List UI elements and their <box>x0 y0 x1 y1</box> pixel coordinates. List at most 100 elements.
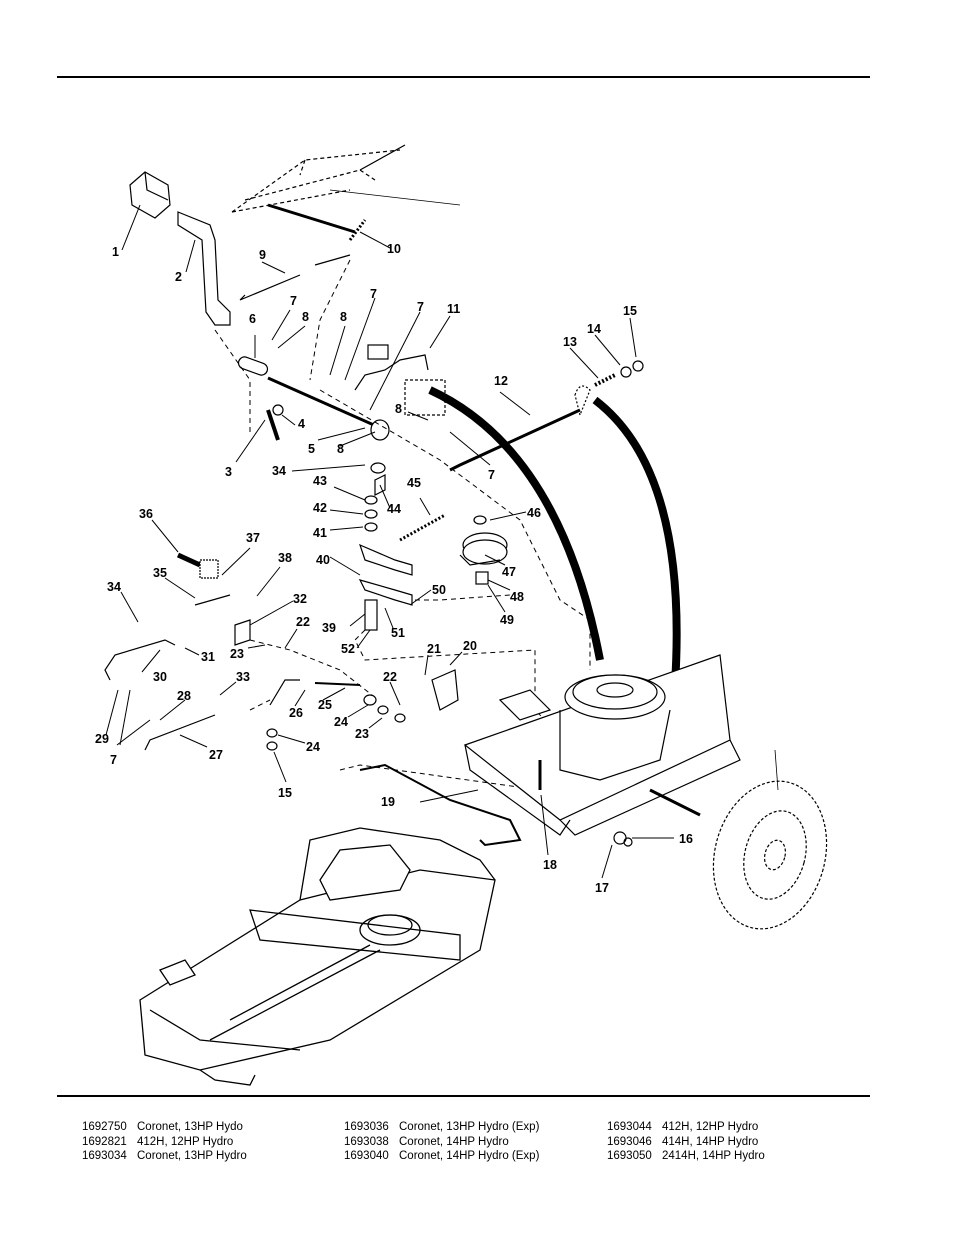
callout: 22 <box>296 615 310 629</box>
callout: 10 <box>387 242 401 256</box>
model-name: Coronet, 13HP Hydo <box>137 1121 243 1133</box>
model-row: 1693046 414H, 14HP Hydro <box>607 1135 765 1150</box>
callout: 30 <box>153 670 167 684</box>
pedal-shaft <box>267 376 386 432</box>
transmission-frame <box>463 654 741 836</box>
callout: 23 <box>355 727 369 741</box>
model-number: 1693036 <box>344 1121 389 1133</box>
model-column-3: 1693044 412H, 12HP Hydro 1693046 414H, 14H… <box>607 1120 765 1164</box>
model-row: 1692821 412H, 12HP Hydro <box>82 1135 247 1150</box>
link-40 <box>359 543 413 576</box>
callout: 7 <box>370 287 377 301</box>
model-row: 1693044 412H, 12HP Hydro <box>607 1120 765 1135</box>
callout: 8 <box>337 442 344 456</box>
callout: 28 <box>177 689 191 703</box>
callout: 41 <box>313 526 327 540</box>
callout: 43 <box>313 474 327 488</box>
callout: 7 <box>488 468 495 482</box>
model-number: 1693050 <box>607 1150 652 1162</box>
model-name: Coronet, 13HP Hydro <box>137 1150 247 1162</box>
callout: 50 <box>432 583 446 597</box>
callout: 20 <box>463 639 477 653</box>
callout: 33 <box>236 670 250 684</box>
callout: 36 <box>139 507 153 521</box>
callout: 15 <box>623 304 637 318</box>
model-number: 1692821 <box>82 1135 127 1148</box>
model-number: 1693046 <box>607 1135 652 1148</box>
callout: 34 <box>272 464 286 478</box>
callout: 14 <box>587 322 601 336</box>
callout: 19 <box>381 795 395 809</box>
callout: 2 <box>175 270 182 284</box>
callout: 45 <box>407 476 421 490</box>
callout: 47 <box>502 565 516 579</box>
callout: 39 <box>322 621 336 635</box>
callout: 23 <box>230 647 244 661</box>
pedal-pad <box>129 171 171 219</box>
callout: 16 <box>679 832 693 846</box>
callout: 3 <box>225 465 232 479</box>
bracket-20 <box>431 669 459 711</box>
pin-3 <box>266 409 280 441</box>
callout: 9 <box>259 248 266 262</box>
callout: 17 <box>595 881 609 895</box>
bracket-32 <box>234 619 251 646</box>
spacer-39 <box>364 599 378 631</box>
callout: 35 <box>153 566 167 580</box>
model-number: 1693044 <box>607 1121 652 1133</box>
rod-26 <box>269 679 300 706</box>
callout: 32 <box>293 592 307 606</box>
callout: 18 <box>543 858 557 872</box>
link-25 <box>314 682 361 686</box>
parts-exploded-diagram: 1 2 9 10 7 6 8 8 7 7 11 15 14 13 12 8 4 … <box>95 144 828 1086</box>
callout: 49 <box>500 613 514 627</box>
rod-12 <box>449 408 581 472</box>
callout: 8 <box>340 310 347 324</box>
callout: 24 <box>334 715 348 729</box>
callout: 52 <box>341 642 355 656</box>
callout: 48 <box>510 590 524 604</box>
callout: 40 <box>316 553 330 567</box>
bracket-44 <box>374 474 386 496</box>
callout: 15 <box>278 786 292 800</box>
wheel-tire <box>712 780 828 930</box>
top-rule <box>57 76 870 78</box>
callout: 21 <box>427 642 441 656</box>
mower-overview <box>139 827 496 1086</box>
callout: 38 <box>278 551 292 565</box>
callout: 8 <box>395 402 402 416</box>
rod-27 <box>144 714 216 751</box>
callout: 24 <box>306 740 320 754</box>
spring-10 <box>348 219 367 241</box>
model-name: 412H, 12HP Hydro <box>662 1121 759 1133</box>
bushing-6 <box>237 356 269 376</box>
callout: 8 <box>302 310 309 324</box>
callout: 44 <box>387 502 401 516</box>
callout: 34 <box>107 580 121 594</box>
model-number: 1693038 <box>344 1135 389 1148</box>
rod-9 <box>239 254 351 301</box>
model-name: Coronet, 14HP Hydro (Exp) <box>399 1150 540 1162</box>
callout: 22 <box>383 670 397 684</box>
bottom-rule <box>57 1095 870 1097</box>
callout: 5 <box>308 442 315 456</box>
callout-labels: 1 2 9 10 7 6 8 8 7 7 11 15 14 13 12 8 4 … <box>95 242 693 895</box>
model-name: 414H, 14HP Hydro <box>662 1135 759 1148</box>
callout: 1 <box>112 245 119 259</box>
callout: 7 <box>417 300 424 314</box>
callout: 27 <box>209 748 223 762</box>
bolt-36 <box>176 552 202 568</box>
callout: 25 <box>318 698 332 712</box>
spring-13 <box>594 373 616 387</box>
callout: 4 <box>298 417 305 431</box>
model-name: 412H, 12HP Hydro <box>137 1135 234 1148</box>
frame-reference-outline <box>231 149 401 213</box>
rod-19 <box>359 763 522 847</box>
